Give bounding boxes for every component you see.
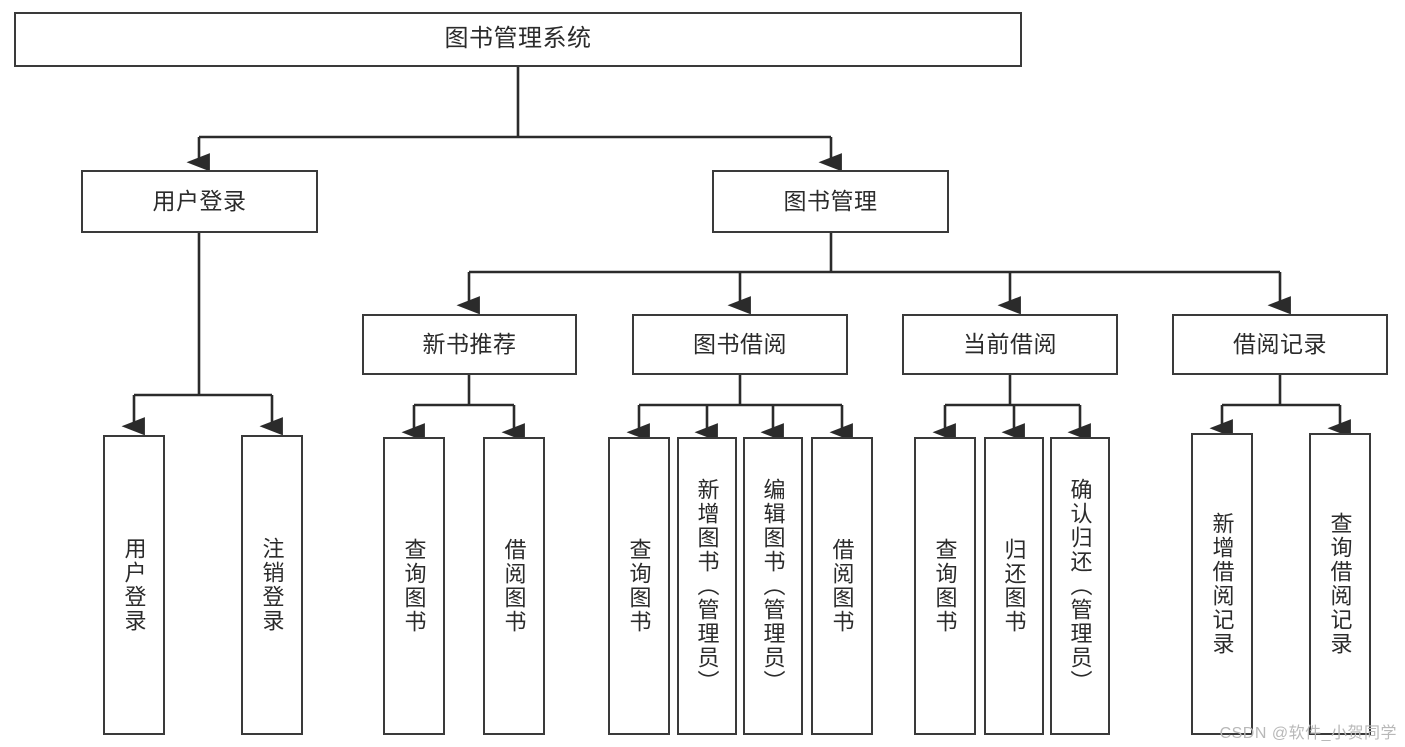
node-label: 新书推荐: [422, 330, 517, 357]
leaf-current-borrow-return-book[interactable]: 归还图书: [984, 437, 1044, 735]
leaf-current-borrow-query-book[interactable]: 查询图书: [914, 437, 976, 735]
node-label: 查询图书: [626, 538, 652, 634]
node-label: 借阅图书: [829, 538, 855, 634]
leaf-user-login-login[interactable]: 用户登录: [103, 435, 165, 735]
node-label: 当前借阅: [963, 330, 1057, 357]
node-label: 图书管理: [783, 187, 878, 214]
leaf-new-book-query-book[interactable]: 查询图书: [383, 437, 445, 735]
node-label: 借阅图书: [501, 538, 527, 634]
node-label: 查询借阅记录: [1327, 512, 1353, 656]
node-label: 编辑图书（管理员）: [760, 478, 786, 694]
node-label: 用户登录: [121, 537, 147, 633]
watermark: CSDN @软件_小贺同学: [1219, 725, 1397, 742]
node-label: 借阅记录: [1233, 330, 1327, 357]
leaf-book-borrow-add-book-admin[interactable]: 新增图书（管理员）: [677, 437, 737, 735]
node-label: 查询图书: [932, 538, 958, 634]
leaf-book-borrow-query-book[interactable]: 查询图书: [608, 437, 670, 735]
node-book-borrow[interactable]: 图书借阅: [632, 314, 848, 375]
node-label: 查询图书: [401, 538, 427, 634]
leaf-new-book-borrow-book[interactable]: 借阅图书: [483, 437, 545, 735]
node-user-login[interactable]: 用户登录: [81, 170, 318, 233]
node-label: 归还图书: [1001, 538, 1027, 634]
node-label: 图书借阅: [693, 330, 787, 357]
node-label: 用户登录: [152, 187, 247, 214]
node-label: 注销登录: [259, 537, 285, 633]
leaf-borrow-record-add-record[interactable]: 新增借阅记录: [1191, 433, 1253, 735]
node-label: 新增借阅记录: [1209, 512, 1235, 656]
node-book-management[interactable]: 图书管理: [712, 170, 949, 233]
leaf-book-borrow-edit-book-admin[interactable]: 编辑图书（管理员）: [743, 437, 803, 735]
leaf-borrow-record-query-record[interactable]: 查询借阅记录: [1309, 433, 1371, 735]
node-label: 新增图书（管理员）: [694, 478, 720, 694]
leaf-user-login-logout[interactable]: 注销登录: [241, 435, 303, 735]
leaf-book-borrow-borrow-book[interactable]: 借阅图书: [811, 437, 873, 735]
node-current-borrow[interactable]: 当前借阅: [902, 314, 1118, 375]
leaf-current-borrow-confirm-return-admin[interactable]: 确认归还（管理员）: [1050, 437, 1110, 735]
node-root-book-management-system[interactable]: 图书管理系统: [14, 12, 1022, 67]
node-new-book-recommend[interactable]: 新书推荐: [362, 314, 577, 375]
node-borrow-record[interactable]: 借阅记录: [1172, 314, 1388, 375]
node-label: 图书管理系统: [444, 25, 592, 53]
node-label: 确认归还（管理员）: [1067, 478, 1093, 694]
